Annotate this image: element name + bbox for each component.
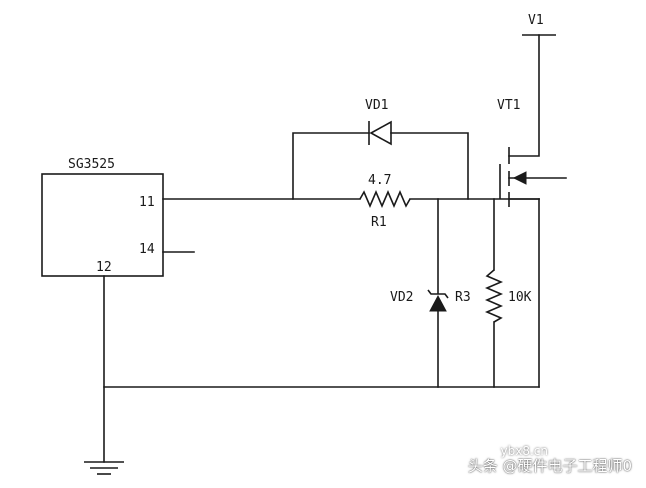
r1-label: R1 — [371, 215, 387, 230]
vd1-label: VD1 — [365, 98, 388, 113]
r1-value-label: 4.7 — [368, 173, 391, 188]
vd1-loop-wire-right — [390, 132, 469, 200]
ic-sg3525-label: SG3525 — [68, 157, 115, 172]
v1-label: V1 — [528, 13, 544, 28]
vt1-label: VT1 — [497, 98, 520, 113]
r3-label: R3 — [455, 290, 471, 305]
vd1-diode-triangle — [369, 120, 392, 146]
vd2-zener-triangle — [429, 294, 447, 312]
vt1-drain-wire — [508, 34, 540, 157]
ic-pin-12-label: 12 — [96, 260, 112, 275]
watermark-url: ybx8.cn — [500, 444, 548, 458]
vd1-loop-wire — [292, 132, 370, 200]
ground-icon — [84, 461, 124, 475]
ic-pin-11-label: 11 — [139, 195, 155, 210]
r3-value-label: 10K — [508, 290, 532, 305]
ic-sg3525-body — [41, 173, 164, 277]
watermark: ybx8.cn 头条 @硬件电子工程师0 — [467, 444, 632, 476]
vt1-body-arrow — [512, 171, 527, 185]
r3-resistor — [484, 269, 504, 323]
r1-resistor — [359, 189, 411, 209]
watermark-text: 头条 @硬件电子工程师0 — [467, 457, 632, 475]
vd2-label: VD2 — [390, 290, 413, 305]
ic-pin-14-label: 14 — [139, 242, 155, 257]
vd2-zener-bar — [427, 289, 449, 299]
